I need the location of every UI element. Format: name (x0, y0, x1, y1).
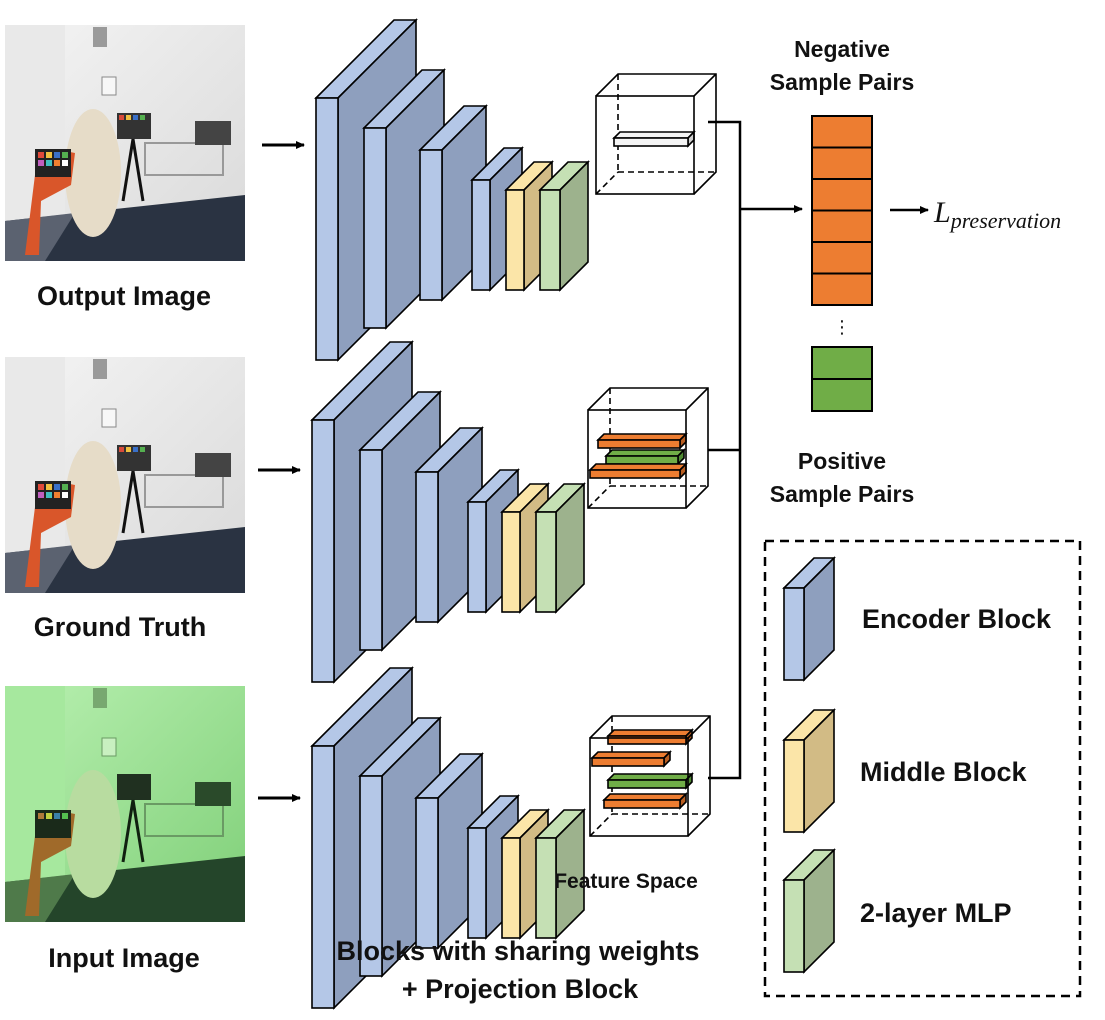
mlp-block (534, 482, 586, 614)
feature-cube (595, 73, 717, 195)
positive-label-line1: Positive (798, 448, 886, 474)
loss-subscript: preservation (949, 208, 1061, 233)
negative-sample-cell (811, 146, 873, 180)
legend-middle-icon (782, 708, 836, 834)
negative-feature-bar (596, 432, 688, 450)
positive-sample-stack (811, 346, 873, 412)
negative-sample-cell (811, 115, 873, 149)
loss-term: Lpreservation (933, 196, 1061, 233)
output-image-label: Output Image (37, 281, 211, 311)
feature-space-label: Feature Space (554, 870, 698, 893)
legend-box (763, 539, 1082, 998)
encoder-block (362, 68, 446, 330)
negative-feature-bar (602, 792, 688, 810)
samples-ellipsis: ⋮ (833, 317, 851, 337)
input-image-label: Input Image (48, 943, 200, 973)
negative-label-line1: Negative (794, 36, 890, 62)
ground-truth-photo (3, 355, 247, 595)
blocks-caption-line1: Blocks with sharing weights (336, 936, 699, 966)
ground-truth-label: Ground Truth (34, 612, 206, 642)
feature-cube-top (595, 73, 717, 195)
blocks-caption-line2: + Projection Block (402, 974, 639, 1004)
legend-icons (782, 556, 836, 974)
positive-label-line2: Sample Pairs (770, 481, 914, 507)
feature-cube (589, 715, 711, 837)
positive-feature-bar (604, 448, 686, 466)
output-image-photo (3, 23, 247, 263)
mlp-block (534, 808, 586, 940)
negative-feature-bar (590, 750, 672, 768)
feature-cube-middle (587, 387, 709, 509)
legend-mlp-label: 2-layer MLP (860, 898, 1012, 928)
negative-sample-stack (811, 115, 873, 306)
negative-sample-cell (811, 209, 873, 243)
feature-bar (612, 130, 696, 148)
negative-sample-cell (811, 241, 873, 275)
negative-label-line2: Sample Pairs (770, 69, 914, 95)
network-bottom (310, 666, 586, 1010)
merge-connector (708, 120, 742, 780)
network-top (314, 18, 590, 362)
negative-sample-cell (811, 178, 873, 212)
legend-encoder-icon (782, 556, 836, 682)
feature-cube (587, 387, 709, 509)
loss-symbol: L (933, 196, 951, 229)
legend-middle-label: Middle Block (860, 757, 1028, 787)
network-middle (310, 340, 586, 684)
positive-sample-cell (811, 378, 873, 412)
legend-encoder-label: Encoder Block (862, 604, 1052, 634)
negative-feature-bar (588, 462, 688, 480)
mlp-block (538, 160, 590, 292)
legend-mlp-icon (782, 848, 836, 974)
positive-sample-cell (811, 346, 873, 380)
feature-cube-bottom (589, 715, 711, 837)
negative-sample-cell (811, 272, 873, 306)
input-image-photo (3, 684, 247, 924)
negative-feature-bar (606, 728, 694, 746)
positive-feature-bar (606, 772, 694, 790)
